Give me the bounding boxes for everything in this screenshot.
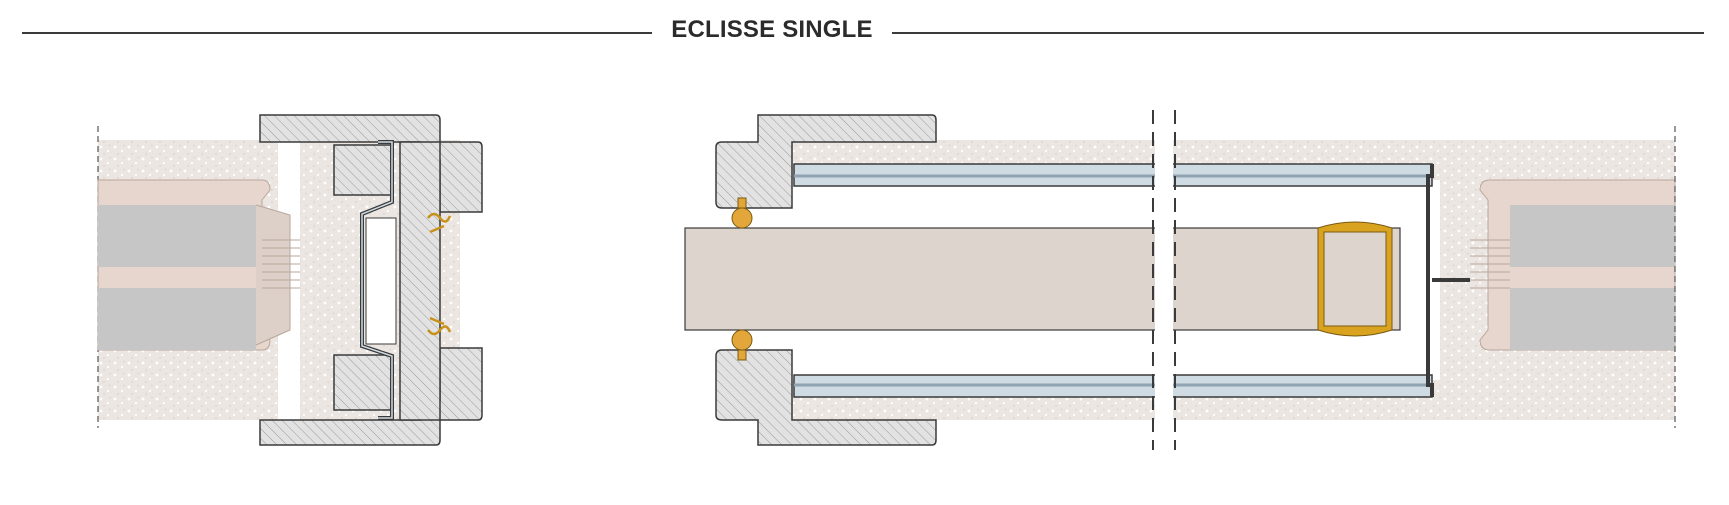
diagram-title: ECLISSE SINGLE bbox=[671, 16, 873, 43]
left-panel-ribs bbox=[255, 204, 291, 346]
left-jamb-block-top bbox=[333, 144, 393, 196]
door-handle-icon bbox=[1317, 221, 1393, 337]
brass-knob-icon bbox=[731, 197, 753, 361]
pocket-jamb-top bbox=[715, 114, 937, 209]
title-rule-left bbox=[22, 32, 652, 34]
magnetic-seal-icon bbox=[427, 212, 452, 336]
right-panel-grooves bbox=[1470, 239, 1510, 289]
left-wall-core-bottom bbox=[98, 288, 256, 350]
pocket-end-profile bbox=[1426, 164, 1470, 397]
title-row: ECLISSE SINGLE bbox=[0, 0, 1729, 70]
right-wall-core-top bbox=[1510, 205, 1675, 267]
title-rule-right bbox=[892, 32, 1704, 34]
door-leaf bbox=[684, 227, 1401, 331]
left-jamb-section bbox=[97, 114, 483, 446]
left-jamb-block-bottom bbox=[333, 354, 393, 411]
left-panel-grooves bbox=[262, 239, 300, 289]
right-pocket-section bbox=[684, 110, 1676, 450]
left-jamb-post bbox=[399, 141, 441, 421]
right-wall-core-bottom bbox=[1510, 288, 1675, 350]
pocket-jamb-bottom bbox=[715, 349, 937, 446]
left-cavity bbox=[365, 217, 397, 345]
left-wall-core-top bbox=[98, 205, 256, 267]
